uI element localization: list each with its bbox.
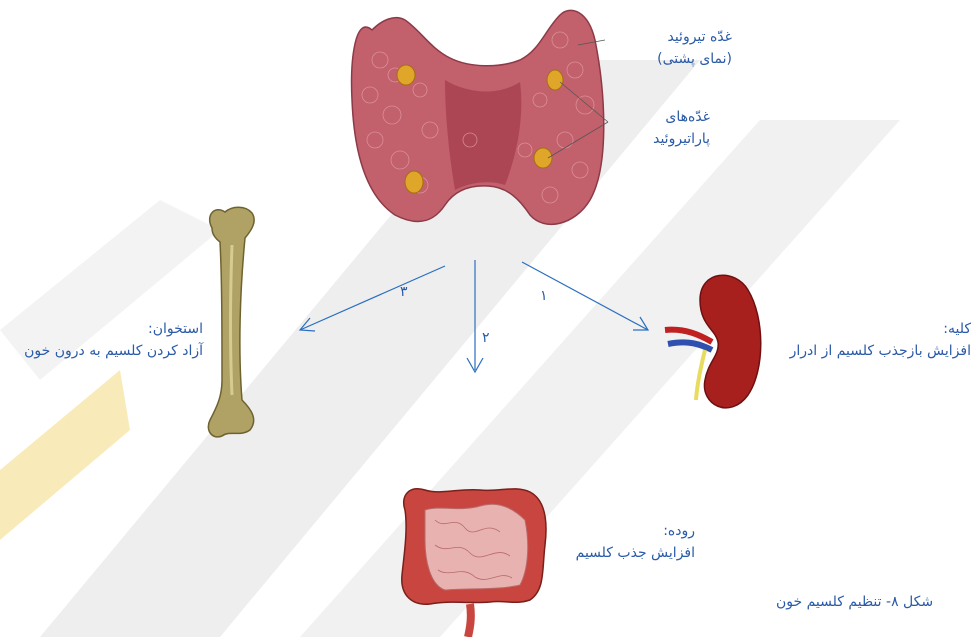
thyroid-label-line2: (نمای پشتی)	[620, 48, 732, 70]
bone-label: استخوان: آزاد کردن کلسیم به درون خون	[0, 318, 203, 362]
intestine-label-effect: افزایش جذب کلسیم	[540, 542, 695, 564]
kidney-label-effect: افزایش بازجذب کلسیم از ادرار	[745, 340, 971, 362]
thyroid-label-line1: غدّه تیروئید	[620, 26, 732, 48]
intestine-label: روده: افزایش جذب کلسیم	[540, 520, 695, 564]
kidney-label: کلیه: افزایش بازجذب کلسیم از ادرار	[745, 318, 971, 362]
bone-label-title: استخوان:	[0, 318, 203, 340]
arrow-number-bone: ۳	[400, 284, 408, 300]
parathyroid-label-line1: غدّه‌های	[610, 106, 710, 128]
figure-caption: شکل ۸- تنظیم کلسیم خون	[776, 594, 933, 610]
intestine-label-title: روده:	[540, 520, 695, 542]
thyroid-gland	[352, 10, 604, 224]
regulation-arrows	[300, 260, 648, 372]
arrow-number-intestine: ۲	[482, 330, 490, 346]
kidney-label-title: کلیه:	[745, 318, 971, 340]
parathyroid-label-line2: پاراتیروئید	[610, 128, 710, 150]
arrow-number-kidney: ۱	[540, 288, 548, 304]
intestine	[402, 489, 546, 637]
thyroid-label: غدّه تیروئید (نمای پشتی)	[620, 26, 732, 70]
bone-label-effect: آزاد کردن کلسیم به درون خون	[0, 340, 203, 362]
femur-bone	[208, 207, 254, 437]
parathyroid-label: غدّه‌های پاراتیروئید	[610, 106, 710, 150]
